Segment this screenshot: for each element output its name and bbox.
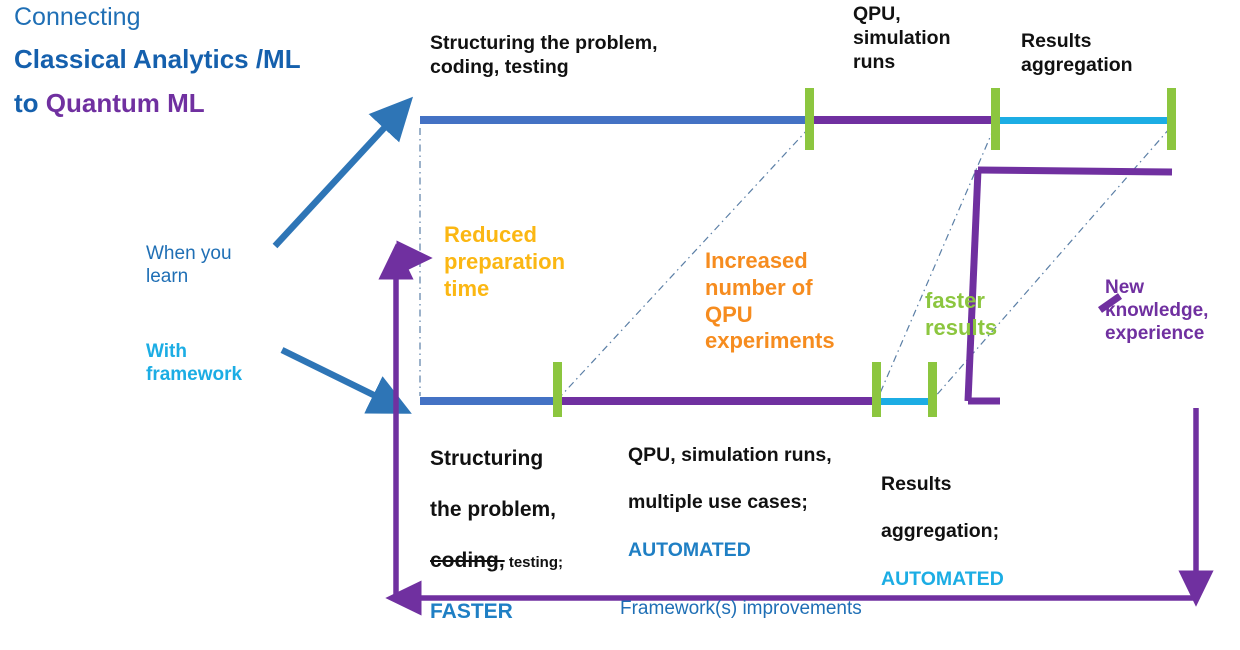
title-line-3-quantum: Quantum ML [45, 88, 205, 118]
top-label-structuring: Structuring the problem, coding, testing [430, 32, 658, 78]
top-segment-structuring [420, 116, 812, 124]
top-tick-2 [991, 88, 1000, 150]
bottom-label-testing: testing; [504, 554, 564, 572]
bottom-label-results: Results aggregation; AUTOMATED [881, 449, 1004, 615]
bottom-label-qpu-automated: AUTOMATED [628, 538, 751, 561]
bot-tick-3 [928, 362, 937, 417]
dashed-connector-2 [877, 127, 995, 399]
bot-segment-structuring [420, 397, 560, 405]
bottom-label-coding-struck: coding, [430, 549, 505, 573]
bot-tick-2 [872, 362, 881, 417]
new-knowledge-arrow-head-hook [977, 166, 1173, 176]
benefit-increased-qpu-experiments: Increased number of QPU experiments [705, 248, 835, 354]
bottom-label-results-line1: Results [881, 472, 952, 495]
bot-segment-results [877, 398, 934, 405]
bottom-label-qpu: QPU, simulation runs, multiple use cases… [628, 420, 832, 586]
top-segment-results [995, 117, 1173, 124]
title-line-3: to Quantum ML [14, 88, 205, 120]
title-line-3-prefix: to [14, 88, 46, 118]
top-segment-qpu [810, 116, 997, 124]
arrow-with-framework [280, 347, 412, 414]
legend-with-framework: With framework [146, 341, 243, 386]
title-line-1: Connecting [14, 3, 141, 31]
bot-segment-qpu [558, 397, 879, 405]
new-knowledge-arrow-shaft [964, 169, 982, 402]
bottom-label-results-line2: aggregation; [881, 520, 1000, 543]
bottom-label-qpu-line2: multiple use cases; [628, 491, 808, 514]
benefit-new-knowledge: New knowledge, experience [1105, 277, 1209, 345]
bot-tick-1 [553, 362, 562, 417]
bottom-label-structuring-line1: Structuring [430, 446, 544, 470]
top-label-results-aggregation: Results aggregation [1021, 30, 1133, 76]
top-tick-1 [805, 88, 814, 150]
bottom-label-structuring: Structuring the problem, coding, testing… [430, 420, 563, 650]
bottom-label-structuring-line2: the problem, [430, 497, 557, 521]
bottom-label-structuring-faster: FASTER [430, 600, 513, 624]
dashed-connector-3 [933, 127, 1171, 399]
bottom-label-qpu-line1: QPU, simulation runs, [628, 443, 832, 466]
diagram-canvas: Connecting Classical Analytics /ML to Qu… [14, 3, 1214, 623]
bottom-label-results-automated: AUTOMATED [881, 567, 1004, 590]
timeline-top [420, 88, 1176, 150]
legend-when-you-learn: When you learn [146, 243, 232, 288]
benefit-faster-results: faster results [925, 288, 998, 340]
benefit-reduced-preparation-time: Reduced preparation time [444, 222, 566, 301]
title-line-2: Classical Analytics /ML [14, 44, 301, 74]
footer-framework-improvements: Framework(s) improvements [620, 598, 862, 619]
top-label-qpu-simulation: QPU, simulation runs [853, 3, 951, 73]
timeline-bottom [420, 362, 937, 417]
bottom-label-structuring-line3: coding, testing; [430, 548, 563, 574]
top-tick-3 [1167, 88, 1176, 150]
arrow-when-you-learn [272, 96, 414, 249]
